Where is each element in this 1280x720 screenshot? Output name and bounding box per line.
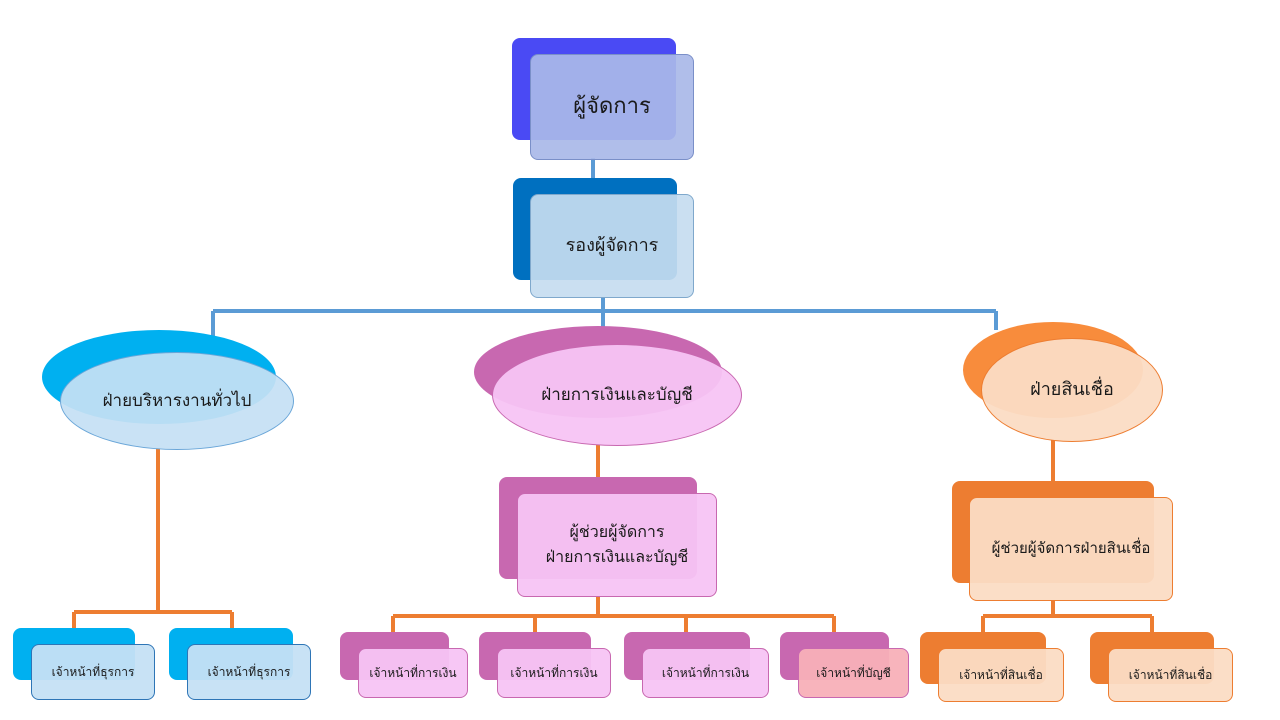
credit-staff-2-label: เจ้าหน้าที่สินเชื่อ	[1128, 667, 1213, 682]
dept-credit-title: ฝ่ายสินเชื่อ	[1030, 379, 1114, 401]
manager-title: ผู้จัดการ	[573, 93, 651, 119]
finance-staff-2-label: เจ้าหน้าที่การเงิน	[510, 665, 598, 680]
finance-staff-3-label: เจ้าหน้าที่การเงิน	[661, 665, 750, 680]
admin-staff-2-label: เจ้าหน้าที่ธุรการ	[207, 664, 291, 679]
admin-staff-1-label: เจ้าหน้าที่ธุรการ	[51, 664, 135, 679]
credit-staff-1-label: เจ้าหน้าที่สินเชื่อ	[959, 667, 1043, 682]
finance-assistant-line-2: ฝ่ายการเงินและบัญชี	[545, 547, 689, 566]
finance-assistant-line-1: ผู้ช่วยผู้จัดการ	[569, 522, 665, 542]
dept-admin-title: ฝ่ายบริหารงานทั่วไป	[102, 390, 252, 411]
credit-assistant-title: ผู้ช่วยผู้จัดการฝ่ายสินเชื่อ	[991, 539, 1151, 558]
finance-staff-4-label: เจ้าหน้าที่บัญชี	[816, 665, 891, 680]
deputy-title: รองผู้จัดการ	[565, 235, 659, 257]
finance-staff-1-label: เจ้าหน้าที่การเงิน	[369, 665, 457, 680]
dept-finance-title: ฝ่ายการเงินและบัญชี	[541, 384, 693, 405]
